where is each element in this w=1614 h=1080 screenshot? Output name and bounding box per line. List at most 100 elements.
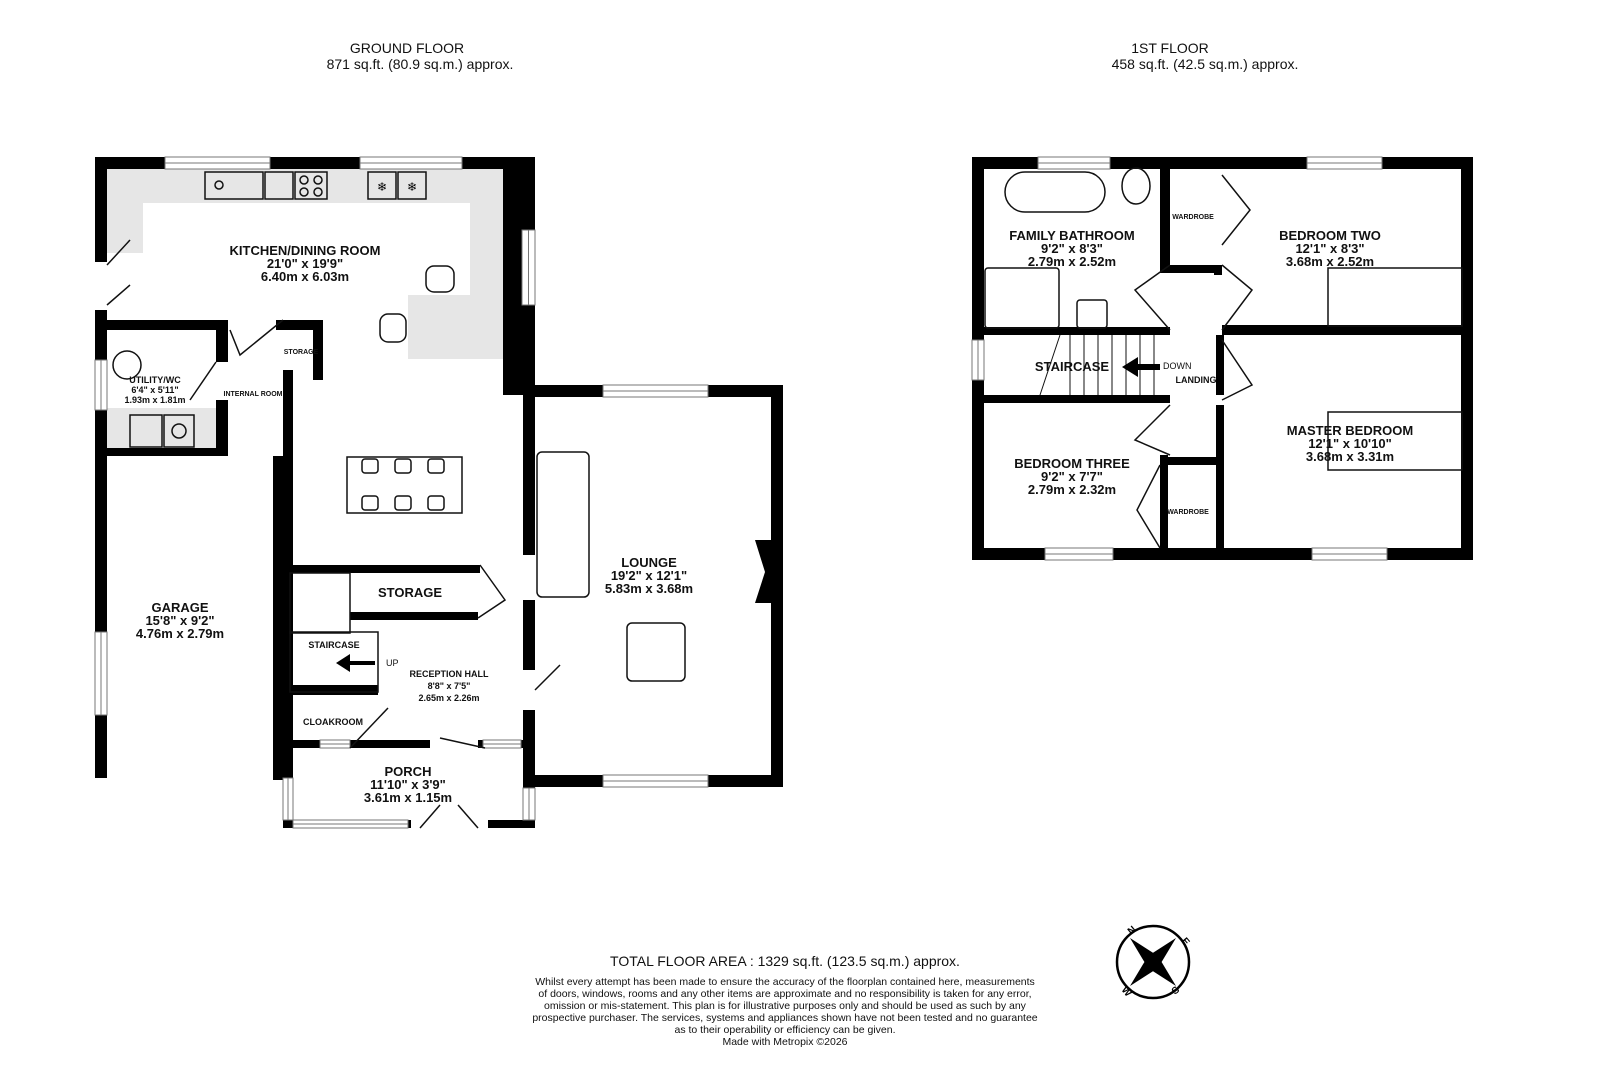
bed-icon bbox=[1327, 267, 1463, 327]
arrow-left-icon bbox=[336, 654, 375, 672]
ground-floor-title: GROUND FLOOR bbox=[350, 40, 464, 56]
svg-text:4.76m x 2.79m: 4.76m x 2.79m bbox=[136, 626, 224, 641]
svg-text:as to their operability or eff: as to their operability or efficiency ca… bbox=[674, 1024, 895, 1036]
wall bbox=[984, 327, 1170, 335]
kitchen-fixtures: ❄ ❄ bbox=[204, 171, 463, 514]
room-master-bedroom: MASTER BEDROOM 12'1" x 10'10" 3.68m x 3.… bbox=[1287, 423, 1413, 464]
svg-text:of doors, windows, rooms and a: of doors, windows, rooms and any other i… bbox=[538, 988, 1031, 1000]
doors bbox=[106, 174, 1254, 829]
toilet-icon bbox=[1121, 167, 1151, 205]
room-kitchen: KITCHEN/DINING ROOM 21'0" x 19'9" 6.40m … bbox=[230, 243, 381, 284]
svg-text:12'1" x 10'10": 12'1" x 10'10" bbox=[1308, 436, 1392, 451]
wall bbox=[523, 600, 535, 670]
kitchen-worktops bbox=[107, 169, 503, 448]
svg-text:2.65m x 2.26m: 2.65m x 2.26m bbox=[418, 693, 479, 703]
basin-icon bbox=[1076, 299, 1108, 329]
armchair-icon bbox=[626, 622, 686, 682]
svg-text:11'10" x 3'9": 11'10" x 3'9" bbox=[370, 777, 446, 792]
ground-floor-area: 871 sq.ft. (80.9 sq.m.) approx. bbox=[327, 56, 514, 72]
svg-text:6.40m x 6.03m: 6.40m x 6.03m bbox=[261, 269, 349, 284]
bath-icon bbox=[1004, 171, 1106, 213]
stair-up-label: UP bbox=[386, 658, 399, 668]
wall bbox=[523, 710, 535, 750]
wall bbox=[1214, 265, 1222, 275]
wall bbox=[290, 565, 480, 573]
wall bbox=[313, 320, 323, 380]
stair-down-label: DOWN bbox=[1163, 361, 1192, 371]
room-family-bathroom: FAMILY BATHROOM 9'2" x 8'3" 2.79m x 2.52… bbox=[1009, 228, 1134, 269]
freezer-icon bbox=[397, 171, 427, 200]
svg-text:UTILITY/WC: UTILITY/WC bbox=[129, 375, 181, 385]
dining-chair-icon bbox=[361, 458, 379, 474]
wall bbox=[273, 456, 293, 780]
total-floor-area: TOTAL FLOOR AREA : 1329 sq.ft. (123.5 sq… bbox=[610, 953, 960, 969]
room-cloakroom: CLOAKROOM bbox=[303, 717, 363, 727]
svg-text:W: W bbox=[1119, 985, 1134, 1000]
room-garage: GARAGE 15'8" x 9'2" 4.76m x 2.79m bbox=[136, 600, 224, 641]
wall bbox=[1160, 265, 1222, 273]
svg-text:BEDROOM THREE: BEDROOM THREE bbox=[1014, 456, 1130, 471]
room-wardrobe: WARDROBE bbox=[1172, 214, 1214, 221]
wall bbox=[95, 320, 228, 330]
utility-fixtures bbox=[112, 350, 195, 448]
wall bbox=[290, 685, 378, 695]
sink-icon bbox=[204, 171, 264, 200]
wall bbox=[771, 385, 783, 787]
dining-table-icon bbox=[346, 456, 463, 514]
windows bbox=[94, 156, 1388, 829]
staircase-treads bbox=[1039, 334, 1155, 396]
svg-text:2.79m x 2.52m: 2.79m x 2.52m bbox=[1028, 254, 1116, 269]
first-floor-title: 1ST FLOOR bbox=[1131, 40, 1209, 56]
svg-text:15'8" x 9'2": 15'8" x 9'2" bbox=[145, 613, 214, 628]
stool-icon bbox=[425, 265, 455, 293]
compass-rose-icon: N E S W bbox=[1115, 924, 1192, 1000]
wall bbox=[95, 448, 228, 456]
room-staircase-first: STAIRCASE bbox=[1035, 359, 1109, 374]
room-lounge: LOUNGE 19'2" x 12'1" 5.83m x 3.68m bbox=[605, 555, 693, 596]
svg-text:KITCHEN/DINING ROOM: KITCHEN/DINING ROOM bbox=[230, 243, 381, 258]
wall bbox=[95, 157, 107, 262]
svg-text:❄: ❄ bbox=[407, 180, 417, 194]
room-wardrobe: WARDROBE bbox=[1167, 509, 1209, 516]
room-porch: PORCH 11'10" x 3'9" 3.61m x 1.15m bbox=[364, 764, 452, 805]
lounge-fixtures bbox=[536, 451, 686, 682]
toilet-icon bbox=[112, 350, 142, 380]
dining-chair-icon bbox=[361, 495, 379, 511]
room-staircase: STAIRCASE bbox=[308, 640, 359, 650]
room-bedroom-three: BEDROOM THREE 9'2" x 7'7" 2.79m x 2.32m bbox=[1014, 456, 1130, 497]
svg-text:omission or mis-statement. Thi: omission or mis-statement. This plan is … bbox=[544, 1000, 1027, 1012]
first-floor-area: 458 sq.ft. (42.5 sq.m.) approx. bbox=[1112, 56, 1299, 72]
room-bedroom-two: BEDROOM TWO 12'1" x 8'3" 3.68m x 2.52m bbox=[1279, 228, 1381, 269]
svg-text:GARAGE: GARAGE bbox=[151, 600, 208, 615]
room-utility: UTILITY/WC 6'4" x 5'11" 1.93m x 1.81m bbox=[124, 375, 185, 405]
svg-text:21'0" x 19'9": 21'0" x 19'9" bbox=[267, 256, 343, 271]
svg-text:Whilst every attempt has been: Whilst every attempt has been made to en… bbox=[535, 976, 1035, 988]
wall bbox=[216, 320, 228, 362]
wall bbox=[1160, 455, 1168, 548]
svg-text:12'1" x 8'3": 12'1" x 8'3" bbox=[1295, 241, 1364, 256]
first-floor-fixtures bbox=[984, 167, 1463, 471]
svg-text:9'2" x 8'3": 9'2" x 8'3" bbox=[1041, 241, 1103, 256]
fridge-icon bbox=[367, 171, 397, 200]
svg-text:LOUNGE: LOUNGE bbox=[621, 555, 677, 570]
svg-text:MASTER BEDROOM: MASTER BEDROOM bbox=[1287, 423, 1413, 438]
svg-text:9'2" x 7'7": 9'2" x 7'7" bbox=[1041, 469, 1103, 484]
sofa-icon bbox=[536, 451, 590, 598]
hob-icon bbox=[294, 171, 328, 200]
room-reception-hall: RECEPTION HALL 8'8" x 7'5" 2.65m x 2.26m bbox=[409, 669, 489, 703]
svg-text:RECEPTION HALL: RECEPTION HALL bbox=[409, 669, 489, 679]
wall bbox=[1216, 335, 1224, 395]
dishwasher-icon bbox=[129, 414, 163, 448]
stool-icon bbox=[379, 313, 407, 343]
svg-text:8'8" x 7'5": 8'8" x 7'5" bbox=[428, 681, 471, 691]
svg-text:5.83m x 3.68m: 5.83m x 3.68m bbox=[605, 581, 693, 596]
wall bbox=[488, 820, 535, 828]
wall bbox=[290, 740, 430, 748]
room-storage: STORAGE bbox=[378, 585, 442, 600]
svg-text:PORCH: PORCH bbox=[385, 764, 432, 779]
room-storage-small: STORAGE bbox=[284, 349, 319, 356]
glassware-icon bbox=[264, 171, 294, 200]
room-internal-room: INTERNAL ROOM bbox=[224, 391, 283, 398]
wall bbox=[1222, 325, 1473, 335]
